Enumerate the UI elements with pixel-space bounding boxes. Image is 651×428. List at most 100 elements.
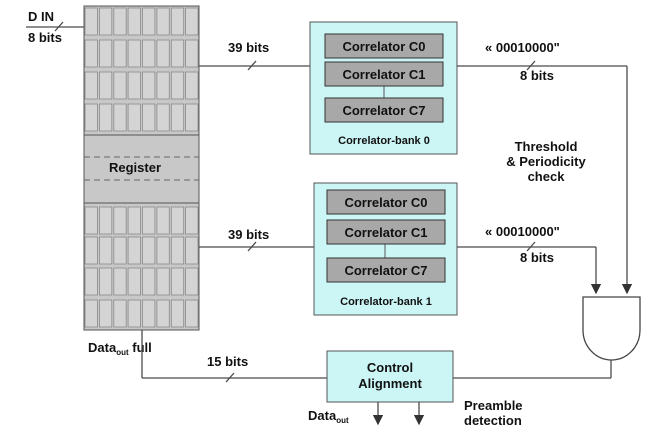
register: Register xyxy=(83,5,200,331)
register-cell xyxy=(84,71,98,100)
control-in-width: 15 bits xyxy=(207,354,248,369)
threshold-line3: check xyxy=(528,169,566,184)
register-cell xyxy=(185,299,199,328)
din-label: D IN xyxy=(28,9,54,24)
register-cell xyxy=(185,7,199,36)
register-cell xyxy=(185,267,199,296)
register-cell xyxy=(84,103,98,132)
register-cell xyxy=(113,236,127,265)
control-alignment: Control Alignment xyxy=(326,350,454,403)
bus-bank0-width: 39 bits xyxy=(228,40,269,55)
correlator-bank-1: Correlator C0 Correlator C1 Correlator C… xyxy=(313,182,458,316)
bank1-out-width: 8 bits xyxy=(520,250,554,265)
bank0-correlator-c7 xyxy=(324,97,444,123)
register-cell xyxy=(84,7,98,36)
bank1-correlator-c7 xyxy=(326,257,446,283)
register-cell xyxy=(99,71,113,100)
bank0-correlator-c1 xyxy=(324,61,444,87)
bank0-out-width: 8 bits xyxy=(520,68,554,83)
register-cell xyxy=(84,39,98,68)
bank1-correlator-c7-label: Correlator C7 xyxy=(344,263,427,278)
bank0-pattern: « 00010000" xyxy=(485,40,560,55)
register-cell xyxy=(142,71,156,100)
bank0-name: Correlator-bank 0 xyxy=(338,135,430,147)
register-cell xyxy=(185,206,199,235)
register-cell xyxy=(142,236,156,265)
correlator-bank-0: Correlator C0 Correlator C1 Correlator C… xyxy=(309,21,458,155)
register-cell xyxy=(156,206,170,235)
threshold-line1: Threshold xyxy=(515,139,578,154)
register-cell xyxy=(142,206,156,235)
register-cell xyxy=(185,39,199,68)
register-cell xyxy=(185,71,199,100)
register-cell xyxy=(113,103,127,132)
din-width-label: 8 bits xyxy=(28,30,62,45)
register-cell xyxy=(156,71,170,100)
bank0-out-slash xyxy=(526,60,536,71)
register-cell xyxy=(170,103,185,132)
register-cell xyxy=(142,7,156,36)
bank1-name: Correlator-bank 1 xyxy=(340,296,432,308)
register-cell xyxy=(156,267,170,296)
register-cell xyxy=(127,267,141,296)
bank0-correlator-c0-label: Correlator C0 xyxy=(342,39,425,54)
register-cell xyxy=(99,267,113,296)
register-cell xyxy=(113,206,127,235)
data-out-full-label: Dataout full xyxy=(88,340,152,357)
and-gate xyxy=(582,296,641,361)
bus-bank1-width: 39 bits xyxy=(228,227,269,242)
register-cell xyxy=(156,103,170,132)
din-slash xyxy=(54,21,64,32)
control-in-slash xyxy=(225,372,235,383)
register-cell xyxy=(170,39,185,68)
register-cell xyxy=(127,39,141,68)
register-cell xyxy=(99,39,113,68)
register-label: Register xyxy=(109,160,161,175)
register-cell xyxy=(142,103,156,132)
register-cell xyxy=(156,299,170,328)
register-cell xyxy=(127,299,141,328)
bank1-out-slash xyxy=(526,241,536,252)
threshold-line2: & Periodicity xyxy=(506,154,586,169)
register-cell xyxy=(113,299,127,328)
register-cell xyxy=(127,236,141,265)
preamble-line2: detection xyxy=(464,413,522,428)
register-cell xyxy=(185,103,199,132)
register-cell xyxy=(156,7,170,36)
register-cell xyxy=(84,206,98,235)
register-cell xyxy=(127,206,141,235)
bank1-correlator-c0-label: Correlator C0 xyxy=(344,195,427,210)
register-cell xyxy=(84,267,98,296)
register-cell xyxy=(156,236,170,265)
bank1-correlator-c1-label: Correlator C1 xyxy=(344,225,427,240)
control-body xyxy=(326,350,454,403)
register-cell xyxy=(99,299,113,328)
register-cell xyxy=(185,236,199,265)
data-out-label: Dataout xyxy=(308,408,349,425)
register-cell xyxy=(84,236,98,265)
register-cell xyxy=(113,267,127,296)
register-cell xyxy=(113,71,127,100)
preamble-line1: Preamble xyxy=(464,398,523,413)
register-cell xyxy=(99,103,113,132)
register-cell xyxy=(170,7,185,36)
register-cell xyxy=(99,236,113,265)
register-cell xyxy=(113,39,127,68)
register-cell xyxy=(113,7,127,36)
bank0-correlator-c1-label: Correlator C1 xyxy=(342,67,425,82)
register-cell xyxy=(127,7,141,36)
control-line2: Alignment xyxy=(358,376,422,391)
register-cell xyxy=(156,39,170,68)
bank0-correlator-c0 xyxy=(324,33,444,59)
register-cell xyxy=(170,236,185,265)
register-cell xyxy=(99,7,113,36)
register-cell xyxy=(127,103,141,132)
register-cell xyxy=(99,206,113,235)
bank1-correlator-c0 xyxy=(326,189,446,215)
bank1-pattern: « 00010000" xyxy=(485,224,560,239)
register-middle xyxy=(83,134,200,204)
register-cell xyxy=(170,299,185,328)
register-cell xyxy=(142,299,156,328)
bank1-correlator-c1 xyxy=(326,219,446,245)
